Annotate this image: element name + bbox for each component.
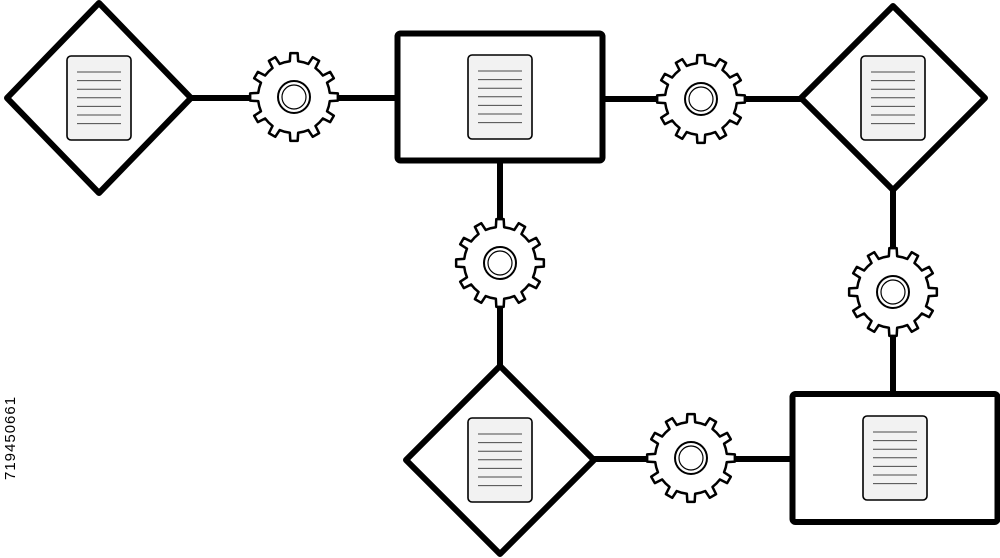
document-icon (467, 54, 533, 140)
gear-icon (655, 53, 747, 145)
document-icon (66, 55, 132, 141)
document-icon (862, 415, 928, 501)
rectangle-node (394, 30, 606, 164)
diamond-node (798, 3, 988, 193)
rectangle-node (789, 391, 1000, 525)
diamond-node (4, 0, 194, 196)
stock-image-id: 719450661 (2, 395, 19, 480)
gear-nodes (248, 51, 939, 504)
connector-lines (191, 95, 896, 462)
gear-icon (645, 412, 737, 504)
gear-icon (248, 51, 340, 143)
gear-icon (454, 217, 546, 309)
gear-icon (847, 246, 939, 338)
document-icon (467, 417, 533, 503)
diamond-node (403, 363, 597, 557)
document-icon (860, 55, 926, 141)
flow-nodes (4, 0, 1000, 557)
